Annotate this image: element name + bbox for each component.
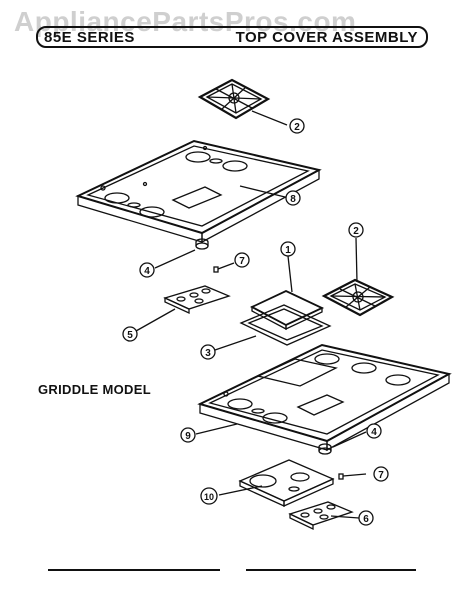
svg-text:4: 4	[144, 266, 150, 277]
svg-text:7: 7	[239, 256, 245, 267]
drip-pan	[238, 459, 335, 508]
svg-text:2: 2	[294, 122, 300, 133]
svg-text:7: 7	[378, 470, 384, 481]
callout-knob-left: 4	[139, 262, 155, 278]
bracket-bottom	[288, 501, 354, 531]
griddle-plate	[249, 290, 325, 331]
leader-griddle-frame	[214, 335, 257, 351]
cooktop-griddle	[197, 343, 452, 452]
svg-text:4: 4	[371, 427, 377, 438]
leader-cooktop-top	[239, 185, 286, 198]
grate-right	[321, 278, 395, 317]
callout-clip-bottom: 7	[373, 466, 389, 482]
callout-griddle: 1	[280, 241, 296, 257]
leader-knob-right	[332, 431, 367, 448]
callout-cooktop-griddle: 9	[180, 427, 196, 443]
leader-grate-top	[251, 110, 288, 126]
knob-right	[318, 443, 332, 455]
leader-drip-pan	[218, 485, 263, 496]
callout-grate-top: 2	[289, 118, 305, 134]
watermark-text: AppliancePartsPros.com	[14, 6, 357, 37]
callout-griddle-frame: 3	[200, 344, 216, 360]
leader-bracket-top	[135, 308, 176, 332]
griddle-model-label: GRIDDLE MODEL	[38, 382, 151, 397]
knob-left	[195, 238, 209, 250]
svg-text:2: 2	[353, 226, 359, 237]
svg-text:6: 6	[363, 514, 369, 525]
svg-text:9: 9	[185, 431, 191, 442]
grate-top	[197, 78, 271, 120]
assembly-title: TOP COVER ASSEMBLY	[235, 29, 418, 46]
callout-grate-right: 2	[348, 222, 364, 238]
callout-knob-right: 4	[366, 423, 382, 439]
svg-text:3: 3	[205, 348, 211, 359]
svg-text:8: 8	[290, 194, 296, 205]
leader-knob-left	[154, 249, 196, 269]
callout-drip-pan: 10	[200, 487, 218, 505]
clip-top	[213, 262, 235, 273]
svg-text:5: 5	[127, 330, 133, 341]
svg-text:1: 1	[285, 245, 291, 256]
footer-rule-right	[246, 569, 416, 571]
griddle-frame	[239, 304, 332, 346]
callout-bracket-top: 5	[122, 326, 138, 342]
cooktop-top	[75, 139, 322, 244]
clip-bottom	[338, 473, 367, 480]
svg-text:10: 10	[204, 492, 214, 502]
leader-grate-right	[355, 237, 358, 283]
leader-griddle	[287, 255, 293, 293]
callout-bracket-bottom: 6	[358, 510, 374, 526]
header-box: 85E SERIES TOP COVER ASSEMBLY	[36, 26, 428, 48]
leader-cooktop-griddle	[195, 423, 238, 435]
callout-cooktop-top: 8	[285, 190, 301, 206]
footer-rule-left	[48, 569, 220, 571]
callout-clip-top: 7	[234, 252, 250, 268]
leader-bracket-bottom	[330, 515, 360, 519]
series-label: 85E SERIES	[44, 29, 135, 46]
bracket-top	[163, 285, 231, 315]
